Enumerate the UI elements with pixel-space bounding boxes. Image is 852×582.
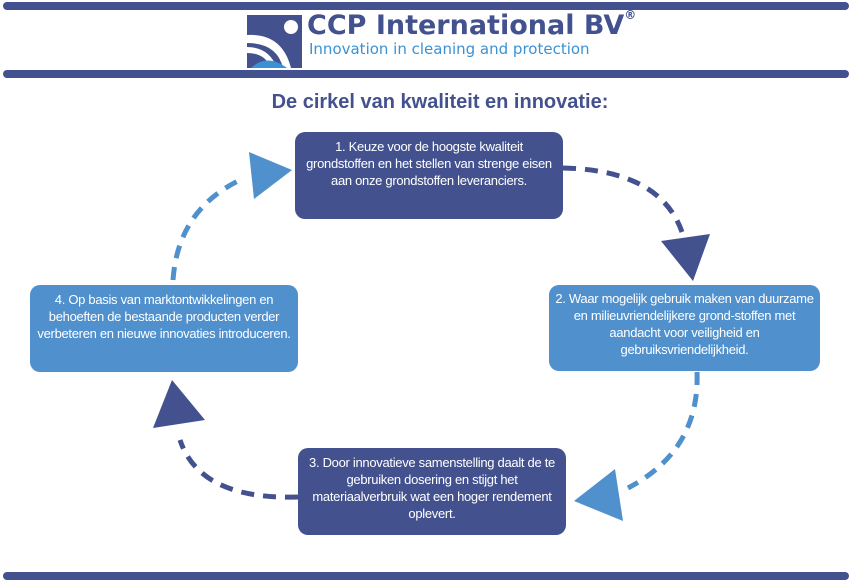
header-bottom-bar bbox=[3, 70, 849, 78]
arrow-to-step-4-icon bbox=[153, 380, 205, 428]
dashed-connector-1-to-2 bbox=[562, 165, 685, 233]
ccp-logo-icon bbox=[247, 15, 302, 68]
arrow-to-step-2-icon bbox=[661, 234, 710, 281]
brand-name: CCP International BV® bbox=[307, 8, 637, 41]
arrow-to-step-1-icon bbox=[249, 152, 292, 199]
page-title: De cirkel van kwaliteit en innovatie: bbox=[271, 91, 609, 113]
step-1-box: 1. Keuze voor de hoogste kwaliteit grond… bbox=[295, 132, 563, 219]
arrow-to-step-3-icon bbox=[574, 469, 623, 521]
step-4-box: 4. Op basis van marktontwikkelingen en b… bbox=[30, 285, 298, 372]
tagline: Innovation in cleaning and protection bbox=[309, 40, 590, 58]
dashed-connector-3-to-4 bbox=[177, 439, 299, 500]
registered-mark: ® bbox=[624, 8, 637, 22]
dashed-connector-2-to-3 bbox=[626, 371, 700, 491]
footer-bar bbox=[3, 572, 849, 580]
step-3-box: 3. Door innovatieve samenstelling daalt … bbox=[298, 448, 566, 535]
brand-text: CCP International BV bbox=[307, 10, 625, 41]
header-top-bar bbox=[3, 2, 849, 10]
dashed-connector-4-to-1 bbox=[170, 177, 242, 281]
step-2-box: 2. Waar mogelijk gebruik maken van duurz… bbox=[549, 285, 820, 371]
